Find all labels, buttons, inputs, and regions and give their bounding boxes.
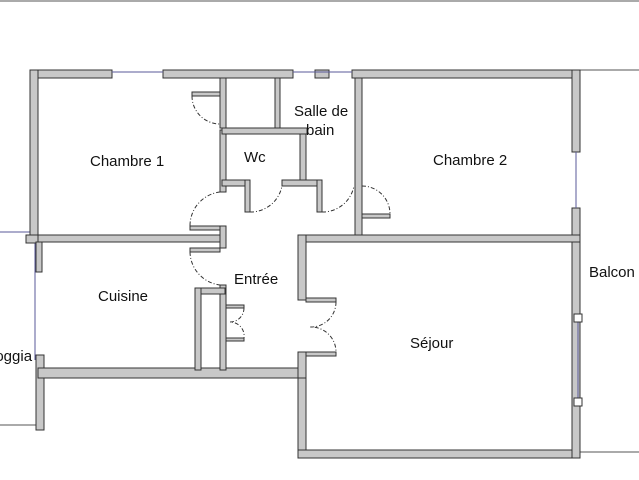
- room-label-salle-de-bain: Salle de: [294, 103, 348, 120]
- balcony-outline: [580, 69, 639, 453]
- room-label-balcon: Balcon: [589, 264, 635, 281]
- interior-walls: [37, 77, 581, 379]
- room-label-sejour: Séjour: [410, 335, 453, 352]
- room-label-salle-de-bain-2: bain: [306, 122, 334, 139]
- room-label-loggia: Loggia: [0, 348, 33, 365]
- room-label-entree: Entrée: [234, 271, 278, 288]
- room-label-cuisine: Cuisine: [98, 288, 148, 305]
- room-label-chambre2: Chambre 2: [433, 152, 507, 169]
- exterior-walls: [25, 69, 581, 459]
- windows: [112, 71, 583, 407]
- door-swings: [189, 95, 391, 353]
- room-label-wc: Wc: [244, 149, 266, 166]
- room-label-chambre1: Chambre 1: [90, 153, 164, 170]
